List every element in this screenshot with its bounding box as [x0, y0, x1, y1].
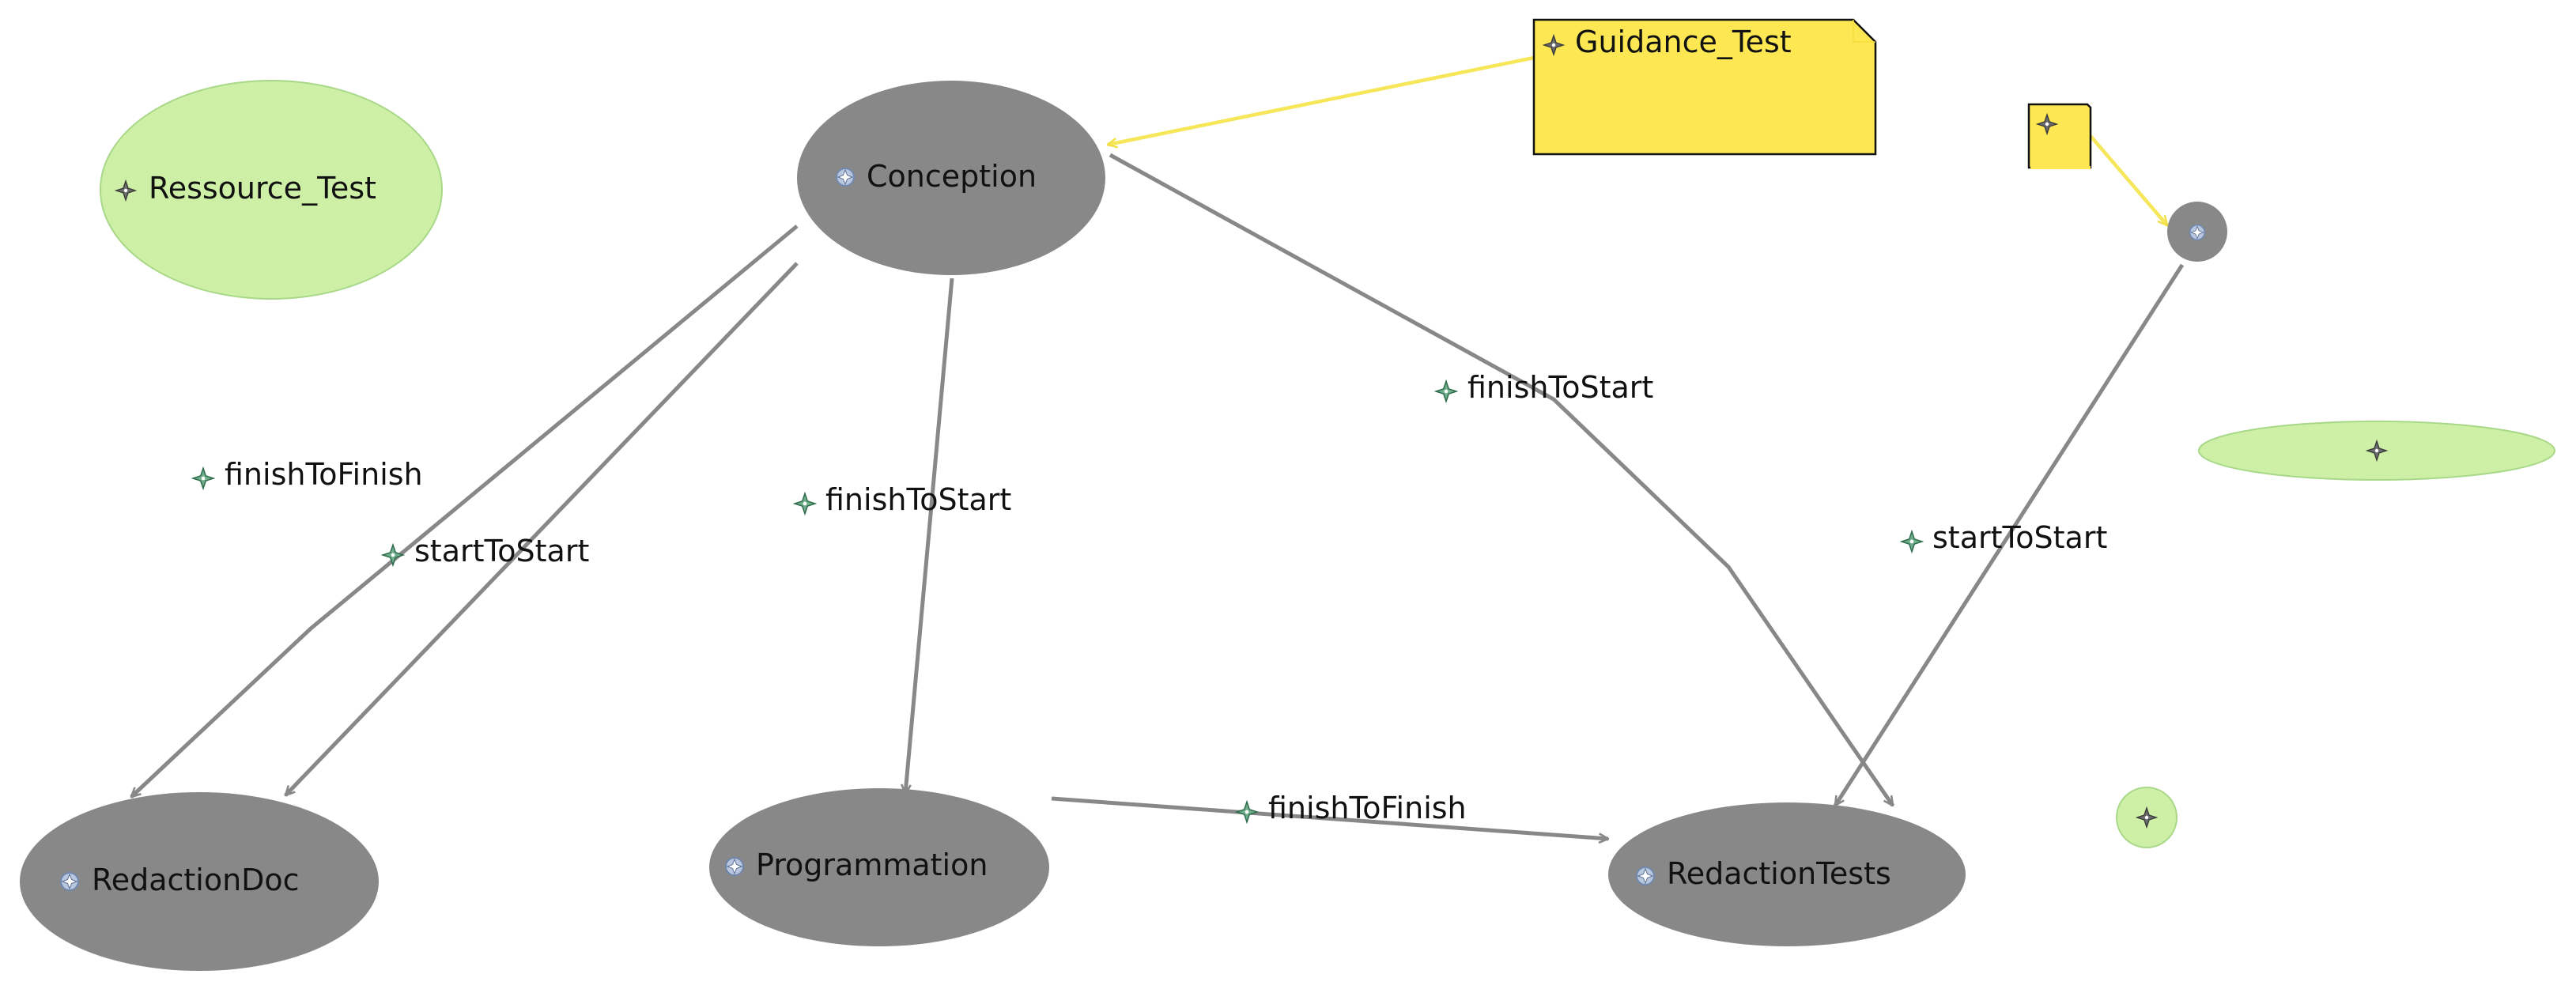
dependency-icon — [1236, 801, 1258, 823]
activity-label: Programmation — [756, 848, 988, 882]
activity-node-redactiontests[interactable]: RedactionTests — [1608, 802, 1966, 946]
edge-label-finishtostart-right[interactable]: finishToStart — [1435, 370, 1653, 405]
edge-programmation-to-redactiontests-finishtofinish[interactable] — [1051, 796, 1608, 839]
dependency-icon — [794, 493, 816, 515]
activity-icon — [60, 872, 79, 891]
edge-label-starttostart-right[interactable]: startToStart — [1901, 520, 2107, 555]
guidance-node-guidance-test[interactable]: Guidance_Test — [1532, 18, 1877, 156]
resource-node-unnamed-small[interactable] — [2116, 787, 2178, 848]
activity-node-conception[interactable]: Conception — [797, 81, 1105, 275]
activity-label: Conception — [867, 159, 1037, 194]
edge-label-text: finishToFinish — [225, 457, 423, 492]
edge-label-text: startToStart — [1932, 520, 2107, 555]
activity-icon — [1636, 867, 1655, 885]
activity-icon — [725, 857, 744, 876]
activity-node-redactiondoc[interactable]: RedactionDoc — [20, 792, 379, 971]
edge-conception-to-programmation-finishtostart[interactable] — [905, 278, 954, 794]
edge-label-text: startToStart — [414, 534, 589, 568]
activity-node-unnamed[interactable] — [2167, 202, 2227, 262]
guidance-link-unnamed[interactable] — [2089, 134, 2167, 225]
activity-icon — [2189, 224, 2206, 241]
dependency-icon — [1901, 530, 1923, 553]
edge-label-text: finishToStart — [825, 482, 1011, 517]
dependency-icon — [192, 467, 214, 489]
resource-node-ressource-test[interactable]: Ressource_Test — [100, 80, 443, 300]
edge-label-text: finishToFinish — [1268, 791, 1467, 825]
edge-label-finishtofinish-bottom[interactable]: finishToFinish — [1236, 791, 1467, 825]
activity-label: RedactionTests — [1667, 856, 1891, 891]
activity-icon — [836, 168, 855, 187]
edge-label-starttostart-left[interactable]: startToStart — [382, 534, 589, 568]
edge-conception-to-redactiondoc-starttostart[interactable] — [285, 262, 799, 795]
edge-label-finishtofinish-left[interactable]: finishToFinish — [192, 457, 423, 492]
activity-label: RedactionDoc — [92, 863, 300, 897]
edge-conception-to-redactiontests-finishtostart[interactable] — [1109, 153, 1895, 806]
guidance-label: Guidance_Test — [1575, 25, 1792, 59]
edge-conception-to-redactiondoc-finishtofinish[interactable] — [131, 225, 799, 797]
guidance-node-unnamed[interactable] — [2027, 103, 2092, 169]
resource-node-unnamed-wide[interactable] — [2198, 421, 2555, 481]
resource-label: Ressource_Test — [149, 171, 376, 206]
activity-node-programmation[interactable]: Programmation — [709, 788, 1049, 946]
edge-label-text: finishToStart — [1467, 370, 1653, 405]
edge-label-finishtostart-center[interactable]: finishToStart — [794, 482, 1011, 517]
guidance-link-guidance-test-to-conception[interactable] — [1108, 55, 1535, 145]
dependency-icon — [1435, 380, 1457, 402]
dependency-icon — [382, 544, 404, 566]
edge-unnamed-to-redactiontests-starttostart[interactable] — [1833, 263, 2185, 806]
